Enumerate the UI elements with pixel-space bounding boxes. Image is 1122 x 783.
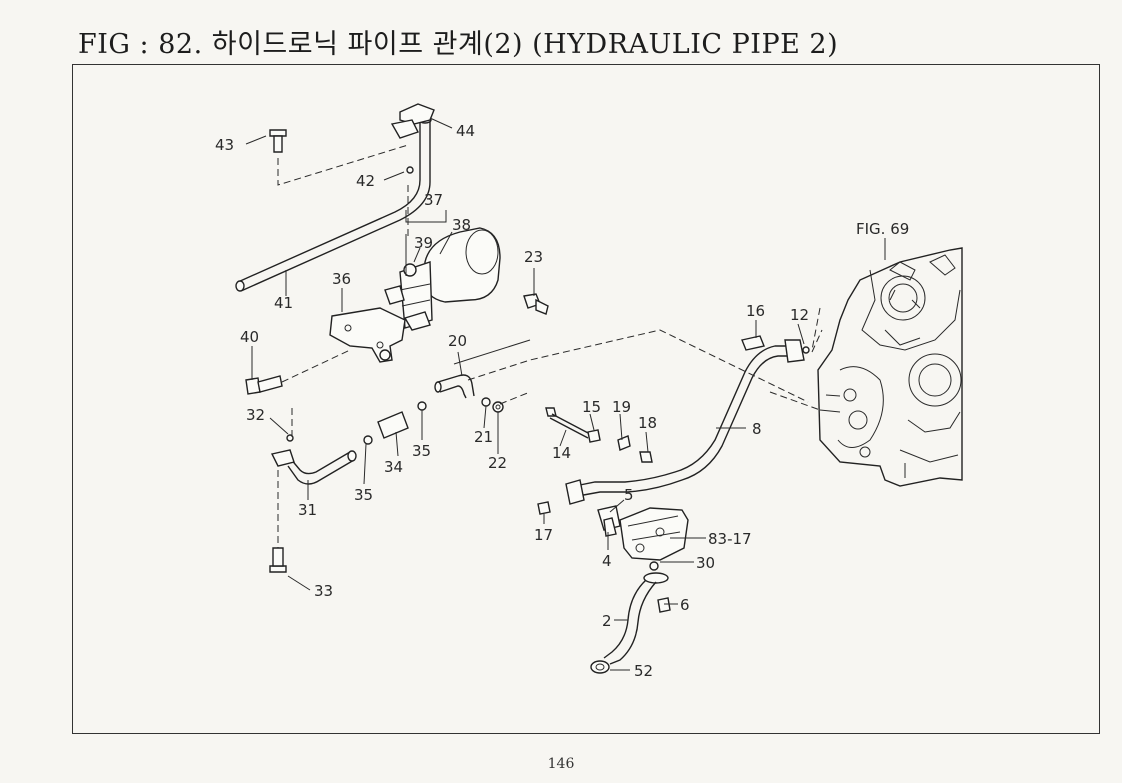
callout-42: 42 <box>356 172 375 190</box>
callout-41: 41 <box>274 294 293 312</box>
ring-35-lower <box>363 435 373 445</box>
callout-17: 17 <box>534 526 553 544</box>
valve-83-17 <box>597 505 689 561</box>
ring-35-upper <box>417 401 427 411</box>
callout-83-17: 83-17 <box>708 530 752 548</box>
callout-21: 21 <box>474 428 493 446</box>
callout-36: 36 <box>332 270 351 288</box>
callout-20: 20 <box>448 332 467 350</box>
callout-37: 37 <box>424 191 443 209</box>
collar-15 <box>587 429 601 443</box>
page-number: 146 <box>547 756 575 772</box>
figure-reference: FIG. 69 <box>856 220 909 238</box>
callout-30: 30 <box>696 554 715 572</box>
clip-18 <box>639 451 653 463</box>
callout-44: 44 <box>456 122 475 140</box>
callout-52: 52 <box>634 662 653 680</box>
callout-22: 22 <box>488 454 507 472</box>
callout-4: 4 <box>602 552 612 570</box>
filter-assembly <box>329 227 501 363</box>
callout-14: 14 <box>552 444 571 462</box>
callout-35-upper: 35 <box>412 442 431 460</box>
bolt-40 <box>245 375 283 395</box>
clip-17 <box>537 501 551 515</box>
engine-block <box>811 247 963 487</box>
ring-30 <box>649 561 659 571</box>
sleeve-34 <box>377 411 409 439</box>
callout-8: 8 <box>752 420 762 438</box>
bolt-43 <box>269 129 287 153</box>
callout-6: 6 <box>680 596 690 614</box>
callout-40: 40 <box>240 328 259 346</box>
lower-hose-31 <box>270 434 357 485</box>
diagram-frame <box>72 64 1100 734</box>
callout-38: 38 <box>452 216 471 234</box>
page-title: FIG : 82. 하이드로닉 파이프 관계(2) (HYDRAULIC PIP… <box>78 29 839 60</box>
callout-34: 34 <box>384 458 403 476</box>
callout-35-lower: 35 <box>354 486 373 504</box>
callout-12: 12 <box>790 306 809 324</box>
callout-32: 32 <box>246 406 265 424</box>
callout-43: 43 <box>215 136 234 154</box>
callout-18: 18 <box>638 414 657 432</box>
bolt-19 <box>617 435 631 451</box>
upper-pipe-41 <box>235 103 435 292</box>
callout-15: 15 <box>582 398 601 416</box>
main-pipe-8 <box>565 335 810 505</box>
callout-16: 16 <box>746 302 765 320</box>
callout-23: 23 <box>524 248 543 266</box>
elbow-20 <box>434 374 475 399</box>
callout-19: 19 <box>612 398 631 416</box>
bolt-23 <box>523 293 549 315</box>
callout-33: 33 <box>314 582 333 600</box>
callout-2: 2 <box>602 612 612 630</box>
ring-21 <box>481 397 491 407</box>
callout-31: 31 <box>298 501 317 519</box>
bolt-33 <box>269 547 287 573</box>
callout-5: 5 <box>624 486 634 504</box>
callout-39: 39 <box>414 234 433 252</box>
bolt-14 <box>545 407 591 439</box>
